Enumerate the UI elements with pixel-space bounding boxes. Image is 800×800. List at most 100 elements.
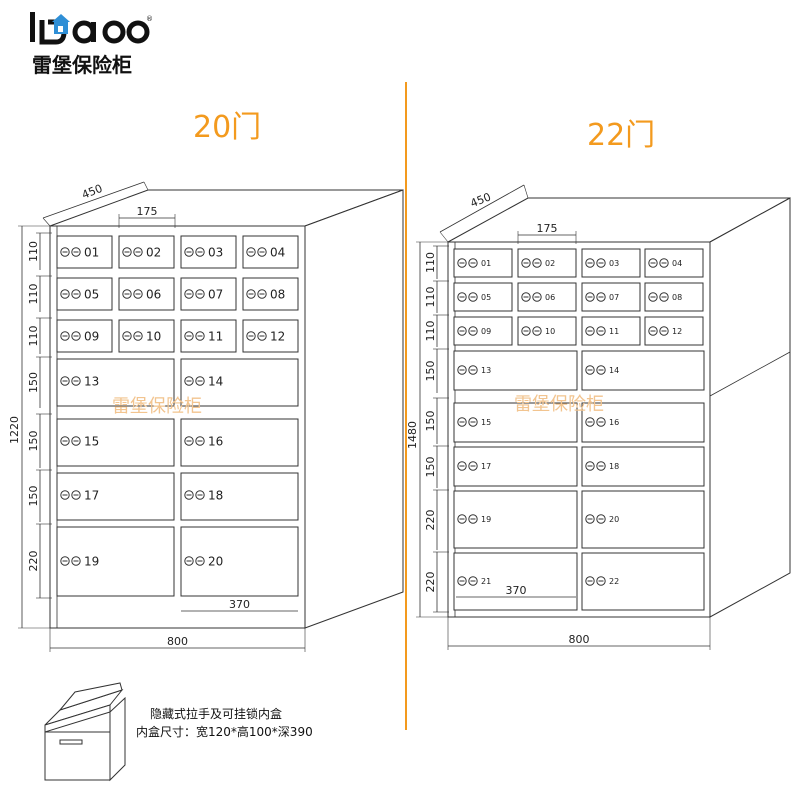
right-door-08-number: 08 xyxy=(672,293,682,302)
left-door-19-lock-icon xyxy=(60,556,81,566)
right-depth-label: 450 xyxy=(469,190,493,210)
right-row-label: 110 xyxy=(424,252,437,273)
left-door-14-lock-icon xyxy=(184,376,205,386)
right-row-label: 110 xyxy=(424,321,437,342)
right-door-18-number: 18 xyxy=(609,462,619,471)
right-door-16-lock-icon xyxy=(585,417,606,427)
right-door-10-number: 10 xyxy=(545,327,555,336)
left-door-12-number: 12 xyxy=(270,329,285,343)
left-door-01-number: 01 xyxy=(84,245,99,259)
right-door-width-label: 175 xyxy=(537,222,558,235)
left-door-15-lock-icon xyxy=(60,436,81,446)
right-row-label: 150 xyxy=(424,361,437,382)
right-door-07-number: 07 xyxy=(609,293,619,302)
left-door-03-number: 03 xyxy=(208,245,223,259)
right-door-21-number: 21 xyxy=(481,577,491,586)
right-door-02-number: 02 xyxy=(545,259,555,268)
right-door-15-number: 15 xyxy=(481,418,491,427)
right-door-05-lock-icon xyxy=(457,292,478,302)
left-door-09-number: 09 xyxy=(84,329,99,343)
logo-mark: ® 雷堡保险柜 xyxy=(30,12,153,77)
right-door-17-number: 17 xyxy=(481,462,491,471)
right-door-07-lock-icon xyxy=(585,292,606,302)
right-watermark: 雷堡保险柜 xyxy=(514,394,604,415)
right-door-06-number: 06 xyxy=(545,293,555,302)
left-door-17-number: 17 xyxy=(84,488,99,502)
left-door-10-lock-icon xyxy=(122,331,143,341)
left-door-13-lock-icon xyxy=(60,376,81,386)
right-door-13-number: 13 xyxy=(481,366,491,375)
left-door-08-number: 08 xyxy=(270,287,285,301)
right-door-12-lock-icon xyxy=(648,326,669,336)
left-door-20-number: 20 xyxy=(208,554,223,568)
left-depth-label: 450 xyxy=(80,182,104,202)
right-door-08-lock-icon xyxy=(648,292,669,302)
left-door-13[interactable] xyxy=(56,358,175,407)
inner-box-illustration xyxy=(44,682,126,782)
right-door-22-lock-icon xyxy=(585,576,606,586)
right-width-label: 800 xyxy=(569,633,590,646)
right-door-11-lock-icon xyxy=(585,326,606,336)
right-row-label: 150 xyxy=(424,457,437,478)
left-door-17[interactable] xyxy=(56,472,175,521)
right-door-03-number: 03 xyxy=(609,259,619,268)
right-door-18-lock-icon xyxy=(585,461,606,471)
right-door-05-number: 05 xyxy=(481,293,491,302)
left-cabinet-side xyxy=(304,189,404,629)
logo-brand-text: 雷堡保险柜 xyxy=(32,53,132,77)
left-wide-door-label: 370 xyxy=(229,598,250,611)
right-door-14-lock-icon xyxy=(585,365,606,375)
right-door-04-number: 04 xyxy=(672,259,682,268)
right-row-label: 110 xyxy=(424,287,437,308)
right-door-06-lock-icon xyxy=(521,292,542,302)
left-row-label: 150 xyxy=(27,372,40,393)
inner-box-caption-2: 内盒尺寸：宽120*高100*深390 xyxy=(136,724,313,739)
left-row-label: 110 xyxy=(27,284,40,305)
left-door-17-lock-icon xyxy=(60,490,81,500)
right-door-20-number: 20 xyxy=(609,515,619,524)
left-door-11-lock-icon xyxy=(184,331,205,341)
left-door-04-number: 04 xyxy=(270,245,285,259)
left-door-15[interactable] xyxy=(56,418,175,467)
left-door-07[interactable] xyxy=(180,277,237,311)
left-door-06-number: 06 xyxy=(146,287,161,301)
right-door-01-lock-icon xyxy=(457,258,478,268)
left-door-06-lock-icon xyxy=(122,289,143,299)
right-door-15-lock-icon xyxy=(457,417,478,427)
left-door-05-number: 05 xyxy=(84,287,99,301)
left-row-label: 150 xyxy=(27,486,40,507)
right-door-19-number: 19 xyxy=(481,515,491,524)
left-door-19-number: 19 xyxy=(84,554,99,568)
left-row-label: 110 xyxy=(27,326,40,347)
right-door-01-number: 01 xyxy=(481,259,491,268)
left-door-16[interactable] xyxy=(180,418,299,467)
left-row-label: 150 xyxy=(27,431,40,452)
left-door-02-number: 02 xyxy=(146,245,161,259)
right-door-02-lock-icon xyxy=(521,258,542,268)
right-row-label: 220 xyxy=(424,510,437,531)
left-door-04-lock-icon xyxy=(246,247,267,257)
left-door-14-number: 14 xyxy=(208,374,223,388)
left-door-12-lock-icon xyxy=(246,331,267,341)
right-cabinet-side xyxy=(709,197,791,618)
right-wide-door-label: 370 xyxy=(506,584,527,597)
right-door-13-lock-icon xyxy=(457,365,478,375)
right-door-14-number: 14 xyxy=(609,366,619,375)
left-door-10-number: 10 xyxy=(146,329,161,343)
left-door-13-number: 13 xyxy=(84,374,99,388)
left-door-08-lock-icon xyxy=(246,289,267,299)
left-door-18[interactable] xyxy=(180,472,299,521)
left-door-07-lock-icon xyxy=(184,289,205,299)
right-door-22-number: 22 xyxy=(609,577,619,586)
left-door-18-lock-icon xyxy=(184,490,205,500)
left-door-14[interactable] xyxy=(180,358,299,407)
right-door-17-lock-icon xyxy=(457,461,478,471)
right-row-label: 220 xyxy=(424,572,437,593)
right-title: 22门 xyxy=(587,118,656,153)
brand-logo: ® 雷堡保险柜 xyxy=(28,10,158,85)
left-row-label: 110 xyxy=(27,241,40,262)
